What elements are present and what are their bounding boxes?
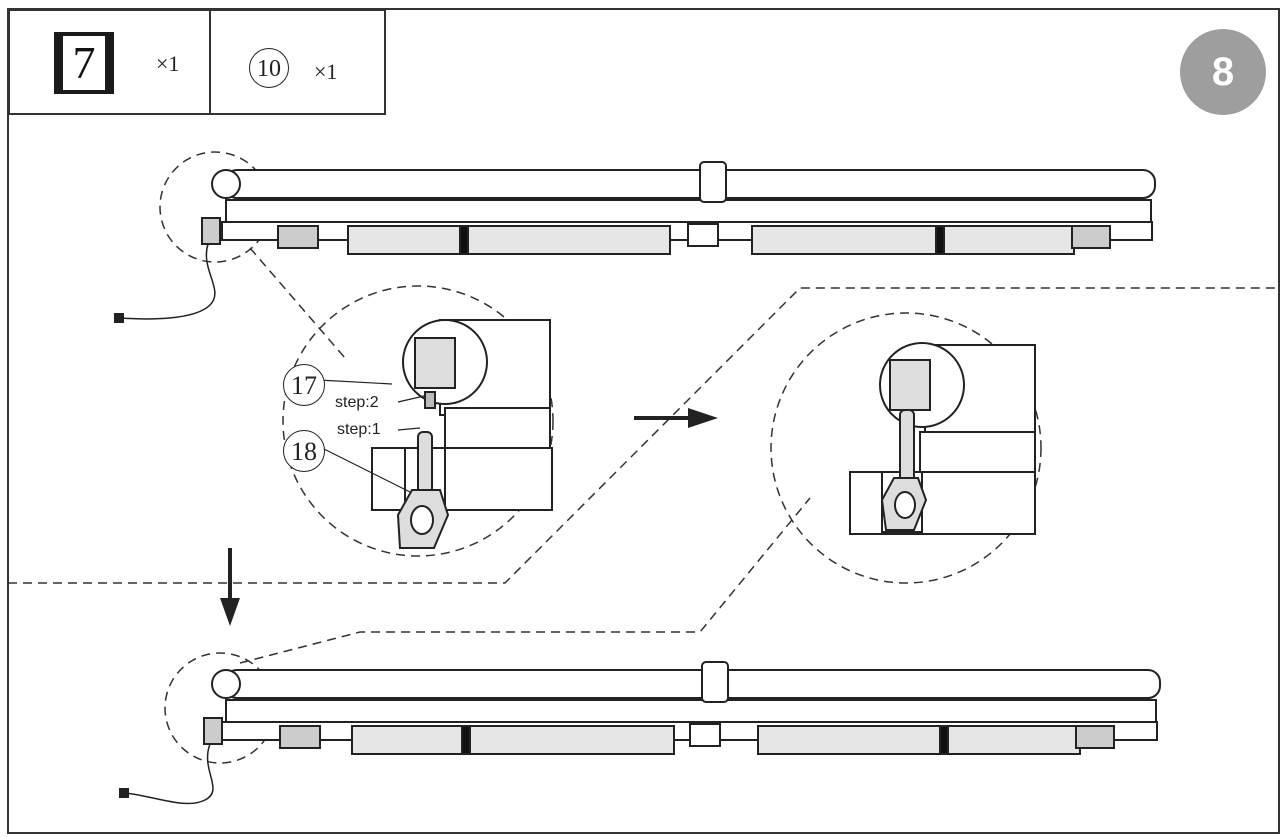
zoom-leader-bottom bbox=[239, 497, 811, 664]
part-10-qty: ×1 bbox=[314, 59, 338, 84]
part-10-number: 10 bbox=[249, 48, 289, 88]
awning-assembly-bottom bbox=[203, 661, 1161, 755]
detail-circle-right bbox=[770, 312, 1042, 584]
leader-17 bbox=[317, 379, 393, 385]
plug-bottom bbox=[119, 788, 129, 798]
callout-part-17: 17 bbox=[283, 364, 325, 406]
outer-frame bbox=[7, 8, 1280, 834]
arrow-down bbox=[220, 548, 240, 626]
callout-part-18: 18 bbox=[283, 430, 325, 472]
part-7-box: 7 bbox=[54, 32, 114, 94]
arrow-right bbox=[634, 408, 718, 428]
section-divider bbox=[8, 287, 1279, 584]
part-7-qty: ×1 bbox=[156, 51, 180, 76]
label-step-1: step:1 bbox=[337, 421, 381, 438]
leader-step1 bbox=[397, 427, 421, 431]
label-step-2: step:2 bbox=[335, 394, 379, 411]
detail-circle-left bbox=[282, 285, 554, 557]
part-7-number: 7 bbox=[63, 36, 105, 90]
part-7-cell: 7 ×1 bbox=[8, 9, 211, 115]
plug-top bbox=[114, 313, 124, 323]
detail-left-mechanism bbox=[371, 319, 553, 549]
leader-18 bbox=[319, 446, 411, 493]
detail-right-mechanism bbox=[849, 342, 1036, 535]
step-number-badge: 8 bbox=[1180, 29, 1266, 115]
dashed-guides bbox=[8, 151, 1279, 764]
power-cord-top bbox=[119, 243, 216, 320]
zoom-leader-top bbox=[249, 247, 346, 359]
power-cord-bottom bbox=[124, 743, 214, 805]
part-10-cell: 10 ×1 bbox=[209, 9, 386, 115]
leader-step2 bbox=[397, 395, 425, 403]
awning-assembly-top bbox=[201, 161, 1156, 255]
